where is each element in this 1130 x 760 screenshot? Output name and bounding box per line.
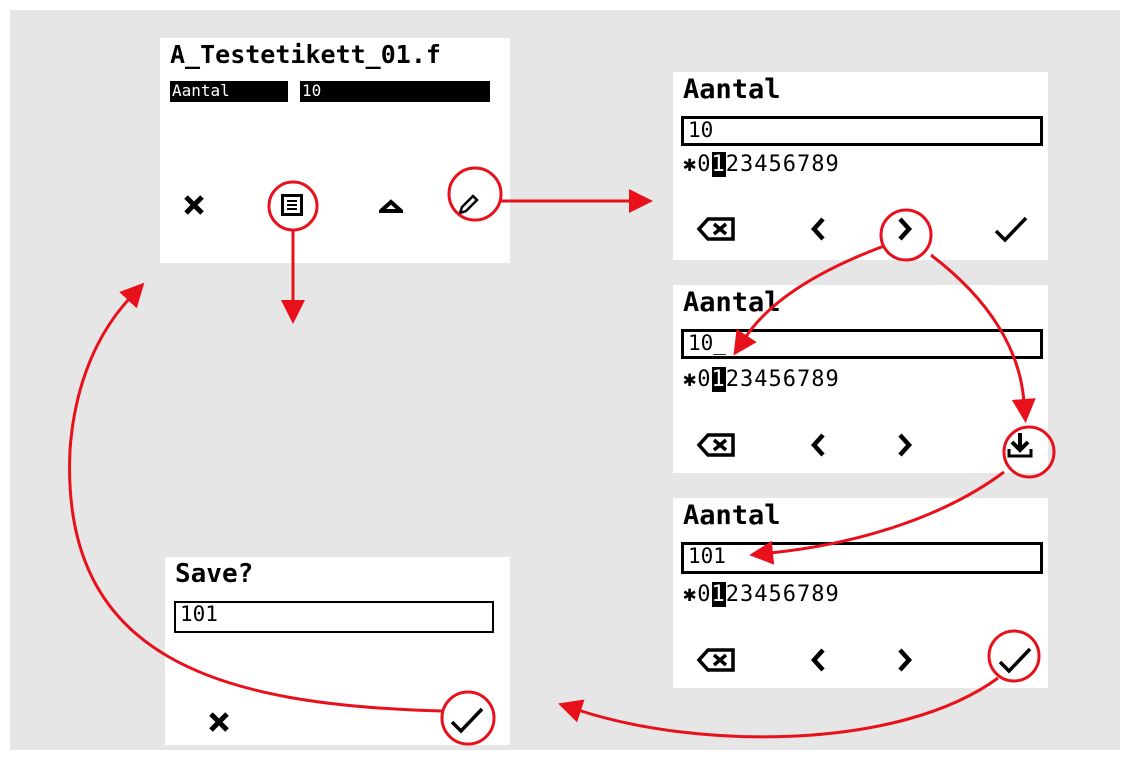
value-field[interactable]: 10_ [681, 329, 1043, 359]
menu-icon[interactable] [277, 190, 307, 220]
screen-edit-3: Aantal 101 ✱0123456789 [673, 498, 1048, 688]
row-value[interactable]: 10 [300, 81, 490, 102]
save-value-field[interactable]: 101 [174, 601, 494, 633]
insert-icon[interactable] [1003, 428, 1037, 462]
backspace-icon[interactable] [695, 214, 737, 244]
close-icon[interactable] [203, 706, 235, 738]
edit-title: Aantal [683, 500, 781, 531]
edit-title: Aantal [683, 287, 781, 318]
character-selector[interactable]: ✱0123456789 [683, 367, 840, 392]
backspace-icon[interactable] [695, 645, 737, 675]
chevron-right-icon[interactable] [890, 214, 920, 244]
screen-label-list: A_Testetikett_01.f Aantal 10 [160, 38, 510, 263]
screen-save: Save? 101 [165, 557, 510, 745]
checkmark-icon[interactable] [995, 643, 1035, 677]
selected-character: 1 [711, 582, 726, 607]
edit-icon[interactable] [453, 190, 483, 220]
backspace-icon[interactable] [695, 430, 737, 460]
chevron-right-icon[interactable] [890, 430, 920, 460]
checkmark-icon[interactable] [991, 212, 1031, 246]
chevron-left-icon[interactable] [803, 214, 833, 244]
character-selector[interactable]: ✱0123456789 [683, 152, 840, 177]
close-icon[interactable] [178, 190, 210, 220]
selected-character: 1 [711, 367, 726, 392]
value-field[interactable]: 101 [681, 542, 1043, 574]
chevron-left-icon[interactable] [803, 430, 833, 460]
save-title: Save? [175, 559, 254, 589]
selected-character: 1 [711, 152, 726, 177]
edit-title: Aantal [683, 74, 781, 105]
screen-edit-2: Aantal 10_ ✱0123456789 [673, 285, 1048, 473]
chevron-right-icon[interactable] [890, 645, 920, 675]
label-filename: A_Testetikett_01.f [170, 40, 441, 69]
checkmark-icon[interactable] [447, 703, 487, 737]
row-label: Aantal [170, 81, 288, 102]
screen-edit-1: Aantal 10 ✱0123456789 [673, 72, 1048, 260]
chevron-left-icon[interactable] [803, 645, 833, 675]
value-field[interactable]: 10 [681, 116, 1043, 146]
up-icon[interactable] [376, 193, 406, 219]
character-selector[interactable]: ✱0123456789 [683, 582, 840, 607]
